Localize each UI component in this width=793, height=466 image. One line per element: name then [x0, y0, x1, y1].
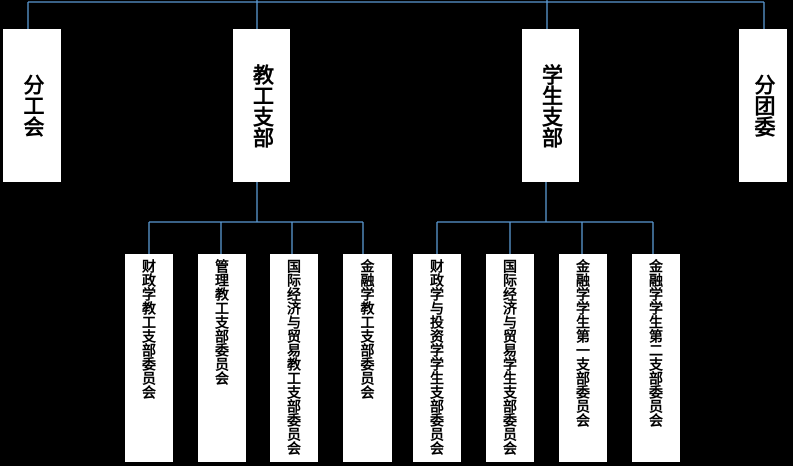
- node-label: 财政学教工支部委员会: [141, 259, 157, 399]
- node-faculty-party-branch: 教工支部: [233, 29, 290, 182]
- node-label: 学生支部: [539, 63, 563, 148]
- node-finance-major-faculty-committee: 金融学教工支部委员会: [343, 254, 392, 462]
- node-branch-labor-union: 分工会: [3, 29, 61, 182]
- node-label: 金融学学生第一支部委员会: [575, 259, 591, 427]
- node-label: 财政学与投资学学生支部委员会: [429, 259, 445, 455]
- node-label: 国际经济与贸易教工支部委员会: [286, 259, 302, 455]
- node-finance-student-first-committee: 金融学学生第一支部委员会: [559, 254, 607, 462]
- node-student-party-branch: 学生支部: [522, 29, 579, 182]
- node-intl-trade-faculty-committee: 国际经济与贸易教工支部委员会: [270, 254, 318, 462]
- node-branch-youth-league: 分团委: [739, 29, 787, 182]
- node-label: 金融学教工支部委员会: [359, 259, 376, 399]
- node-label: 金融学学生第二支部委员会: [648, 259, 664, 427]
- node-fiscal-investment-student-committee: 财政学与投资学学生支部委员会: [413, 254, 461, 462]
- student-subtree-lines: [436, 182, 654, 254]
- node-finance-student-second-committee: 金融学学生第二支部委员会: [632, 254, 680, 462]
- node-intl-trade-student-committee: 国际经济与贸易学生支部委员会: [486, 254, 534, 462]
- top-drop-lines: [27, 0, 765, 29]
- node-label: 国际经济与贸易学生支部委员会: [502, 259, 518, 455]
- node-label: 教工支部: [250, 63, 274, 148]
- node-finance-faculty-committee: 财政学教工支部委员会: [125, 254, 173, 462]
- node-label: 分团委: [752, 74, 775, 137]
- node-management-faculty-committee: 管理教工支部委员会: [198, 254, 246, 462]
- node-label: 分工会: [21, 74, 44, 137]
- node-label: 管理教工支部委员会: [214, 259, 230, 385]
- faculty-subtree-lines: [148, 182, 364, 254]
